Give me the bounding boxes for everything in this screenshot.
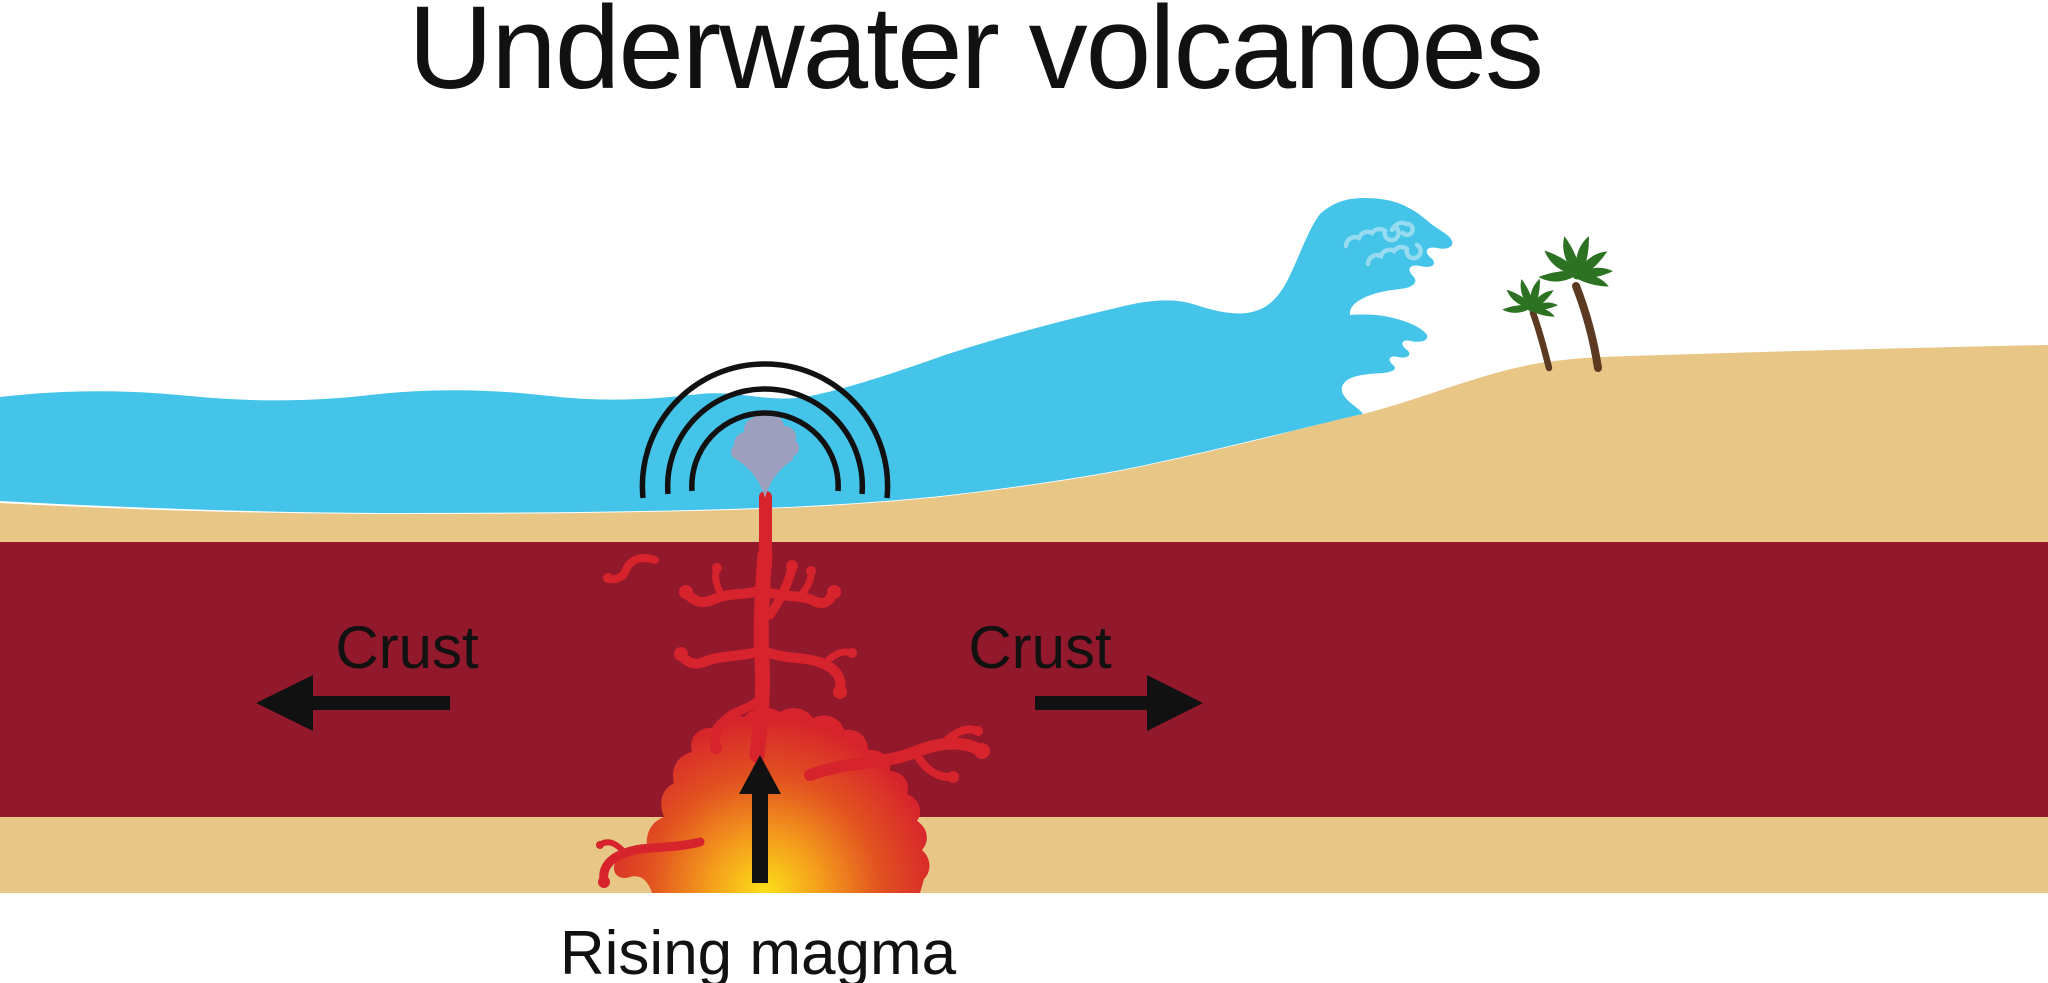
crust-layer (0, 542, 2048, 817)
volcanic-vent (759, 491, 772, 571)
crust-arrow-right-icon (1035, 675, 1203, 731)
magma-branches (596, 547, 990, 888)
shockwave-arcs-icon (639, 361, 891, 499)
rising-magma-label: Rising magma (560, 919, 957, 983)
wave-curl-icon (1343, 220, 1423, 267)
palm-tree-icon (1538, 236, 1613, 372)
page-title: Underwater volcanoes (408, 0, 1542, 114)
crust-label-left: Crust (335, 614, 479, 681)
crust-arrow-left-icon (256, 675, 450, 731)
crust-label-right: Crust (968, 614, 1112, 681)
ocean-water-tsunami-creature (0, 198, 1453, 513)
eruption-plume-icon (731, 410, 799, 498)
rising-magma-arrow-icon (739, 755, 781, 883)
palm-tree-icon-small (1502, 278, 1558, 372)
